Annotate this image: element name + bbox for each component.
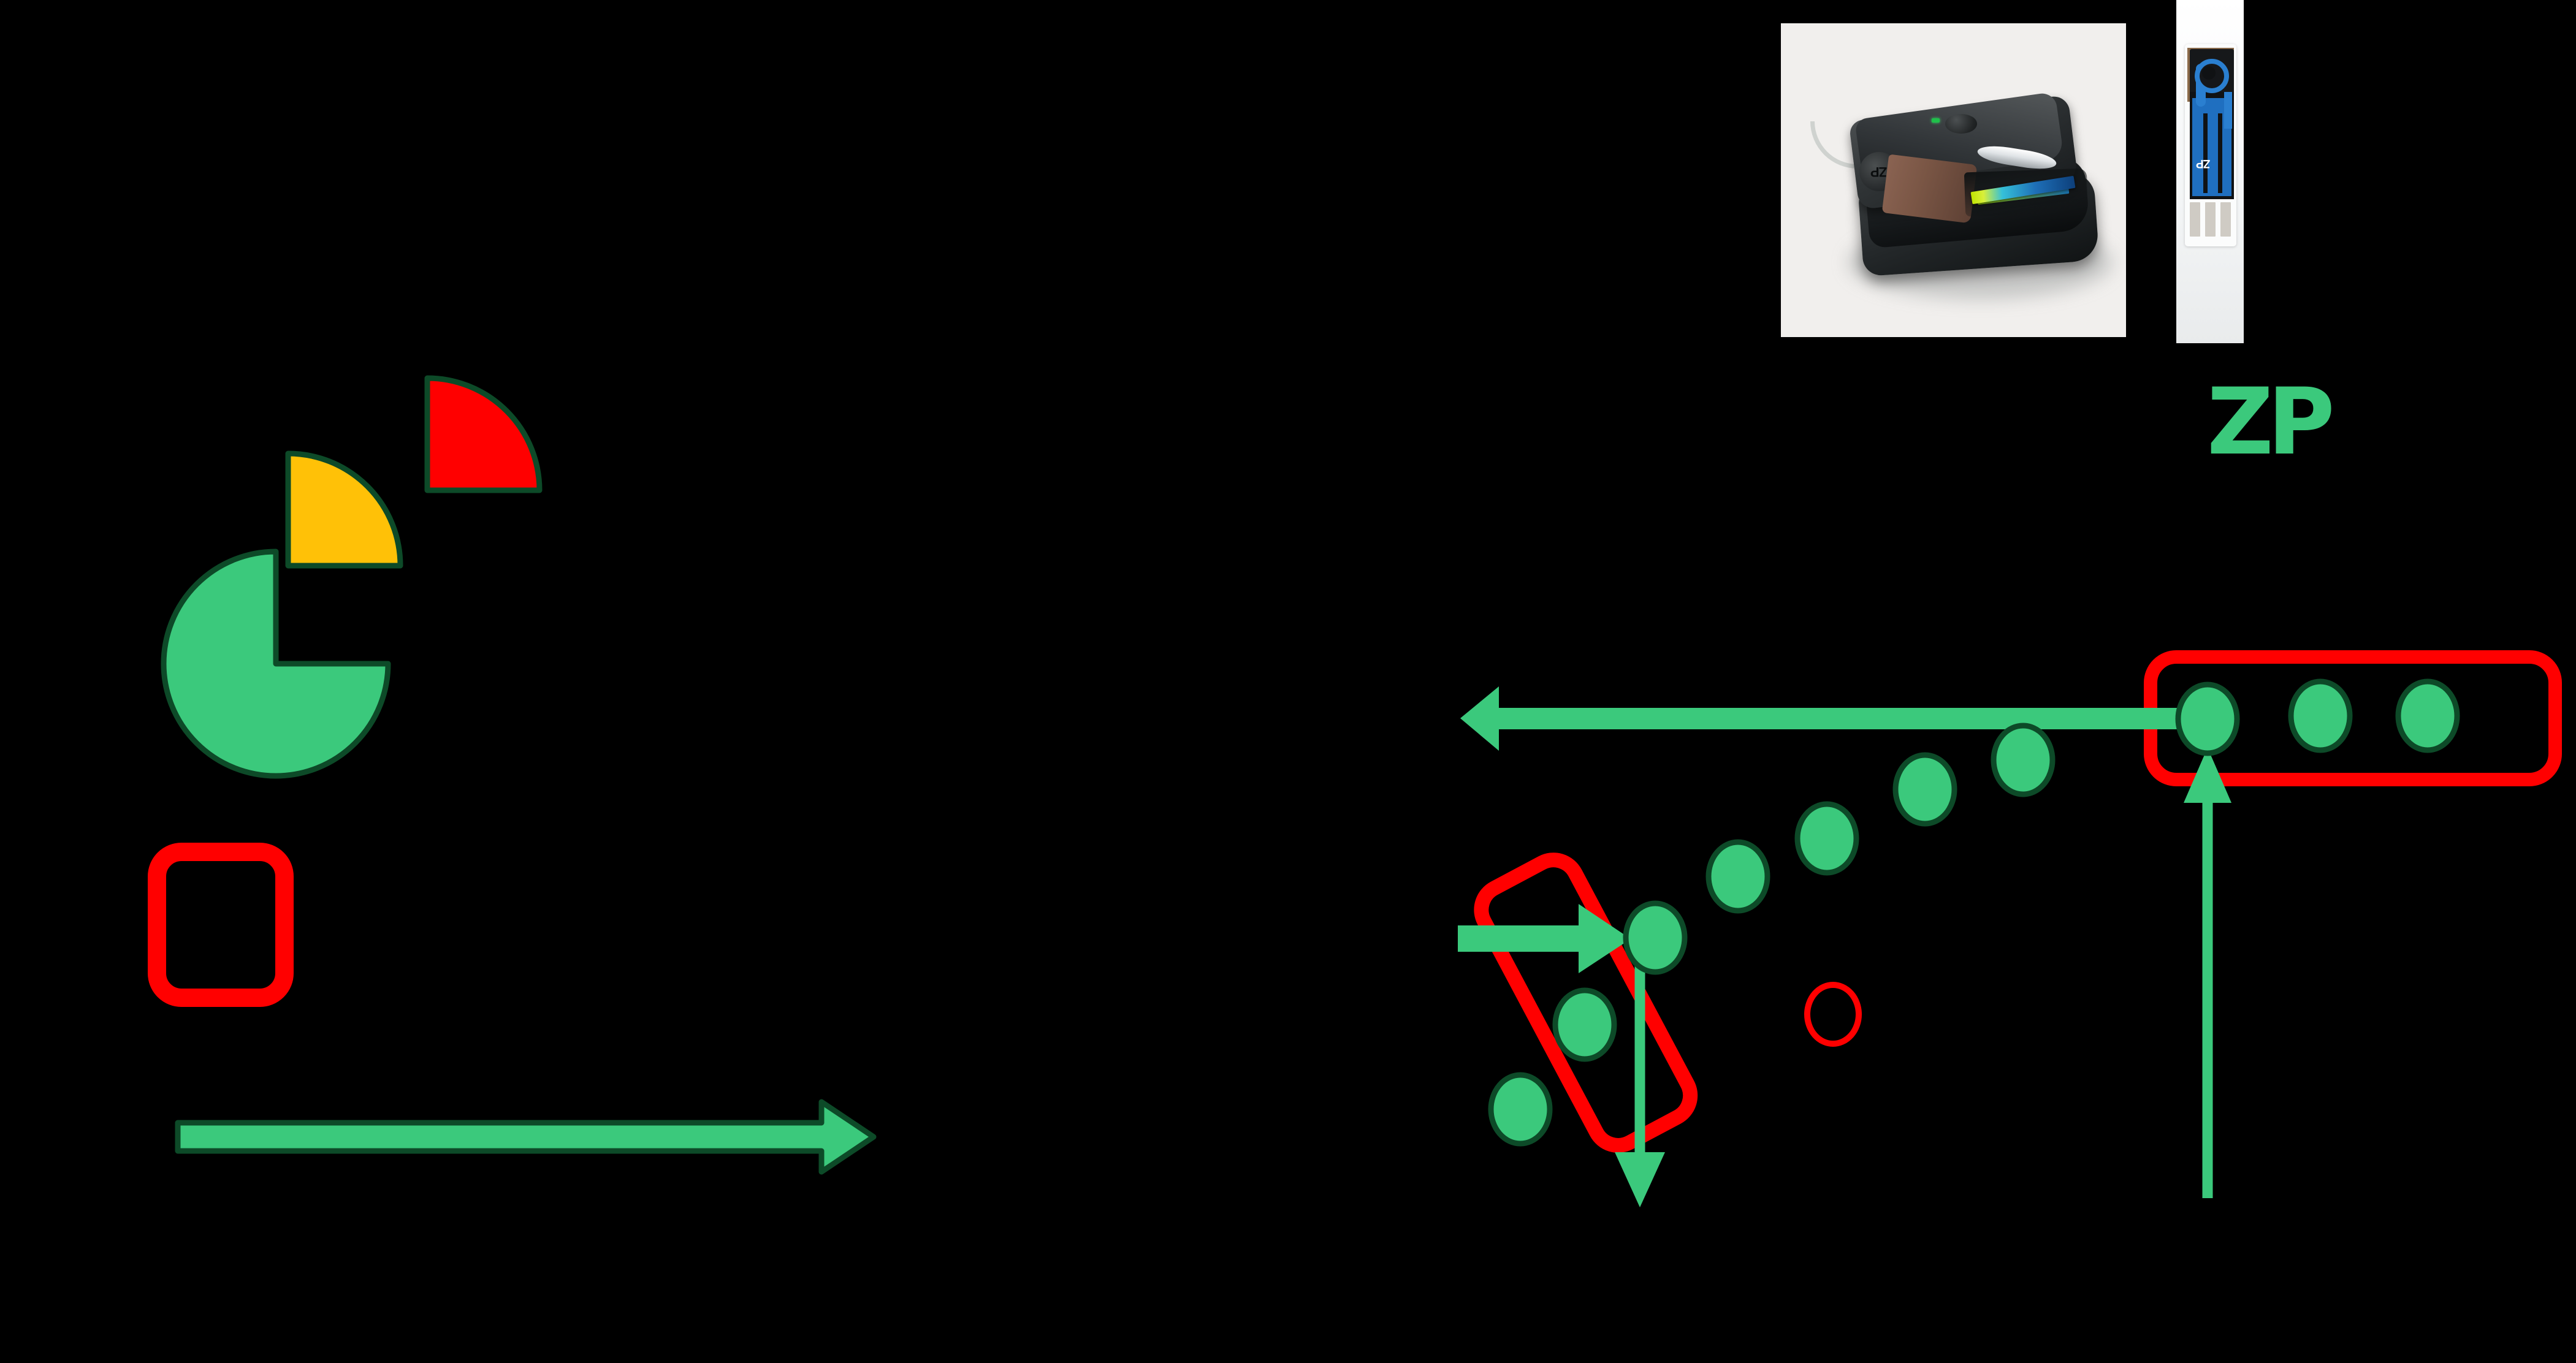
knee-right-arrow [1458,904,1631,973]
bottom-left-block-arrow [175,1099,877,1175]
zp-logo: ZP [2207,369,2335,476]
plateau-left-arrow [1460,686,2219,751]
reader-device-photo: ZP [1781,23,2126,337]
status-led-icon [1932,118,1940,123]
data-point [2288,678,2353,753]
pie-chart [161,375,543,779]
sensor-strip-photo: ZP [2176,0,2244,343]
highlight-box-outline [148,843,294,1007]
dot-series-chart [1458,650,2562,1207]
pie-slice-red [424,375,543,493]
knee-down-arrow [1615,944,1665,1207]
data-point [2175,682,2240,756]
strip-brand-label: ZP [2197,157,2211,170]
small-red-circle-marker [1804,982,1862,1047]
arrow-shape [175,1099,877,1175]
pie-slice-yellow [285,450,403,569]
data-point [1991,723,2056,797]
data-point [1623,900,1688,975]
plateau-up-arrow [2184,748,2231,1198]
pie-slice-green [161,549,391,779]
data-point [1794,801,1859,876]
data-point [1488,1072,1553,1147]
data-point [1552,987,1617,1062]
left-square-highlight [148,843,294,1007]
data-point [2395,678,2460,753]
lower-dots-highlight [1474,852,1698,1153]
data-point [1892,752,1957,827]
data-point [1705,839,1770,914]
